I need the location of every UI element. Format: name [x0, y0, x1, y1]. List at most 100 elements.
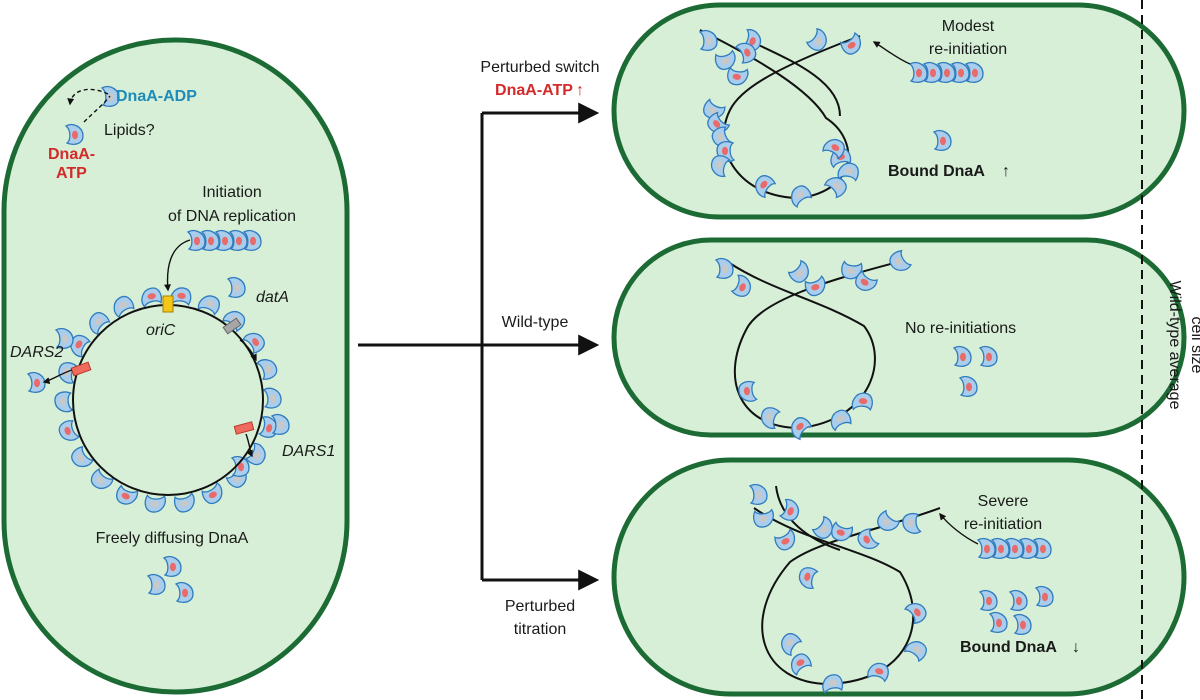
- dnaa-protein-icon: [58, 420, 81, 441]
- dnaa-protein-icon: [201, 481, 223, 505]
- dnaa-protein-icon: [1034, 585, 1054, 607]
- dnaa-protein-icon: [54, 391, 74, 413]
- dnaa-protein-icon: [727, 66, 749, 86]
- dnaa-protein-icon: [804, 275, 826, 297]
- dnaa-protein-icon: [141, 287, 163, 308]
- dnaa-protein-icon: [200, 229, 220, 251]
- dnaa-protein-icon: [791, 417, 813, 441]
- dnaa-protein-icon: [1004, 537, 1024, 559]
- dnaa-protein-icon: [787, 259, 809, 283]
- dnaa-protein-icon: [186, 229, 206, 251]
- dnaa-protein-icon: [790, 653, 812, 676]
- dnaa-atp-label-line2: ATP: [56, 165, 87, 182]
- dars1-arrow: [245, 433, 253, 458]
- dnaa-protein-icon: [710, 155, 731, 177]
- dnaa-protein-icon: [839, 32, 862, 55]
- data-site: [222, 317, 242, 335]
- dnaa-protein-icon: [774, 528, 796, 551]
- dnaa-protein-icon: [798, 567, 819, 589]
- dnaa-protein-icon: [922, 61, 942, 83]
- dnaa-protein-icon: [70, 334, 92, 358]
- initiation-label-line2: of DNA replication: [168, 208, 296, 225]
- bottom-cell-dnaa-group: [748, 483, 1054, 694]
- dnaa-protein-icon: [146, 573, 166, 595]
- dnaa-protein-icon: [748, 483, 768, 505]
- dnaa-protein-icon: [255, 359, 278, 380]
- dnaa-protein-icon: [242, 229, 262, 251]
- dnaa-protein-icon: [174, 492, 195, 513]
- dnaa-protein-icon: [228, 229, 248, 251]
- dnaa-protein-icon: [1032, 537, 1052, 559]
- dnaa-protein-icon: [889, 249, 912, 272]
- severe-arrow: [939, 512, 979, 545]
- side-label-line2: cell size: [1188, 317, 1200, 374]
- dnaa-atp-up-arrow: ↑: [576, 82, 584, 99]
- initiation-arrow: [164, 239, 191, 292]
- dnaa-protein-icon: [950, 61, 970, 83]
- dnaa-protein-icon: [113, 295, 135, 319]
- dars1-label: DARS1: [282, 443, 335, 460]
- freely-diffusing-label: Freely diffusing DnaA: [96, 530, 249, 547]
- adp-to-atp-arrow: [67, 88, 109, 106]
- dnaa-protein-icon: [778, 498, 800, 521]
- left-cell: [1, 37, 350, 695]
- dnaa-protein-icon: [837, 162, 859, 182]
- dnaa-protein-icon: [64, 123, 84, 145]
- dnaa-protein-icon: [26, 371, 46, 393]
- dnaa-atp-label-line1: DnaA-: [48, 146, 95, 163]
- dnaa-protein-icon: [262, 387, 282, 409]
- dnaa-protein-icon: [755, 175, 777, 199]
- dnaa-protein-icon: [831, 521, 853, 542]
- dnaa-protein-icon: [978, 589, 998, 611]
- oric-site: [162, 295, 174, 313]
- dnaa-protein-icon: [1008, 589, 1028, 611]
- top-cell: [611, 2, 1187, 220]
- dnaa-protein-icon: [811, 515, 833, 539]
- modest-reinitiation-label: re-initiation: [929, 41, 1007, 58]
- modest-arrow: [872, 41, 911, 65]
- dnaa-protein-icon: [244, 442, 266, 466]
- atp-to-adp-path: [83, 95, 111, 123]
- dnaa-protein-icon: [760, 407, 781, 429]
- dnaa-protein-icon: [908, 61, 928, 83]
- dnaa-protein-icon: [958, 375, 978, 397]
- dars2-arrow: [42, 369, 73, 385]
- no-reinitiation-label: No re-initiations: [905, 320, 1016, 337]
- dnaa-protein-icon: [738, 380, 758, 402]
- dnaa-protein-icon: [781, 633, 803, 657]
- side-label-line1: Wild-type average: [1166, 281, 1183, 410]
- dnaa-protein-icon: [805, 27, 827, 51]
- dnaa-protein-icon: [932, 129, 952, 151]
- dnaa-protein-icon: [855, 269, 878, 291]
- dnaa-protein-icon: [144, 493, 166, 513]
- bottom-bound-dnaa-label: Bound DnaA: [960, 639, 1057, 656]
- perturbed-switch-label: Perturbed switch: [480, 59, 599, 76]
- dnaa-protein-icon: [902, 512, 922, 534]
- top-cell-dnaa-group: [698, 27, 984, 208]
- middle-cell-dnaa-group: [714, 249, 998, 441]
- top-bound-dnaa-label: Bound DnaA: [888, 163, 985, 180]
- dnaa-protein-icon: [867, 662, 889, 683]
- perturbed-titration-label-line1: Perturbed: [505, 598, 575, 615]
- dnaa-protein-icon: [904, 602, 927, 625]
- dnaa-protein-icon: [1018, 537, 1038, 559]
- dnaa-protein-icon: [197, 295, 220, 316]
- data-label: datA: [256, 289, 289, 306]
- dnaa-protein-icon: [162, 555, 182, 577]
- dnaa-protein-icon: [877, 509, 901, 531]
- dnaa-protein-icon: [226, 276, 246, 298]
- dnaa-protein-icon: [830, 409, 852, 432]
- dnaa-protein-icon: [988, 611, 1008, 633]
- dnaa-protein-icon: [174, 581, 194, 603]
- dnaa-adp-label: DnaA-ADP: [116, 88, 197, 105]
- dnaa-protein-icon: [714, 257, 734, 279]
- dnaa-protein-icon: [270, 413, 290, 435]
- dnaa-protein-icon: [698, 29, 718, 51]
- dnaa-protein-icon: [936, 61, 956, 83]
- dnaa-protein-icon: [790, 185, 813, 208]
- dnaa-protein-icon: [116, 484, 139, 505]
- dnaa-protein-icon: [851, 392, 873, 412]
- dnaa-protein-icon: [90, 467, 114, 489]
- dnaa-protein-icon: [990, 537, 1010, 559]
